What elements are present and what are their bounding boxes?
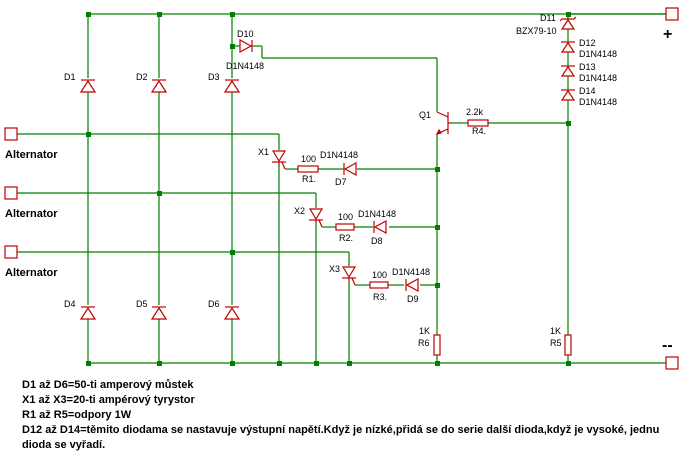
resistor-r6: [433, 334, 441, 356]
label-r5-val: 1K: [550, 326, 561, 336]
thyristors: [271, 150, 357, 286]
plus-label: +: [663, 26, 672, 43]
label-r6: R6: [418, 338, 430, 348]
label-d7: D7: [335, 177, 347, 187]
label-r5: R5: [550, 338, 562, 348]
labels: D1 D2 D3 D4 D5 D6 D10 D1N4148 X1 X2 X3 1…: [64, 13, 617, 348]
terminal-alt1: [4, 127, 18, 141]
label-x2: X2: [294, 206, 305, 216]
minus-label: --: [662, 337, 673, 354]
gate-diodes: [338, 161, 419, 293]
bridge-diodes: [79, 78, 241, 320]
label-r3-val: 100: [372, 270, 387, 280]
junctions: [86, 12, 571, 366]
resistor-r3: [369, 281, 389, 289]
terminal-labels: Alternator Alternator Alternator + --: [5, 26, 673, 354]
label-d12: D12: [579, 38, 596, 48]
label-d10: D10: [237, 29, 254, 39]
terminal-minus: [665, 356, 679, 370]
terminal-alt2: [4, 186, 18, 200]
label-d10-type: D1N4148: [226, 61, 264, 71]
terminal-plus: [665, 7, 679, 21]
notes: D1 až D6=50-ti amperový můstek X1 až X3=…: [22, 378, 672, 453]
label-d9-type: D1N4148: [392, 267, 430, 277]
resistors: [297, 119, 572, 356]
label-d1: D1: [64, 72, 76, 82]
diode-d10: [239, 38, 253, 54]
alt2-label: Alternator: [5, 208, 58, 220]
label-x3: X3: [329, 264, 340, 274]
note-line-4: D12 až D14=těmito diodama se nastavuje v…: [22, 424, 660, 451]
resistor-r1: [297, 165, 319, 173]
note-line-1: D1 až D6=50-ti amperový můstek: [22, 379, 194, 391]
label-r1-val: 100: [301, 154, 316, 164]
label-d5: D5: [136, 299, 148, 309]
label-d14: D14: [579, 86, 596, 96]
label-d13-type: D1N4148: [579, 73, 617, 83]
label-d12-type: D1N4148: [579, 49, 617, 59]
label-r3: R3.: [373, 292, 387, 302]
transistor-q1: [435, 111, 452, 135]
label-d4: D4: [64, 299, 76, 309]
label-r2: R2.: [339, 233, 353, 243]
label-d7-type: D1N4148: [320, 150, 358, 160]
alt1-label: Alternator: [5, 149, 58, 161]
label-d14-type: D1N4148: [579, 97, 617, 107]
terminal-alt3: [4, 245, 18, 259]
resistor-r5: [564, 334, 572, 356]
alt3-label: Alternator: [5, 267, 58, 279]
label-x1: X1: [258, 147, 269, 157]
note-line-3: R1 až R5=odpory 1W: [22, 409, 132, 421]
resistor-r2: [335, 223, 355, 231]
terminals: [4, 7, 679, 370]
label-d2: D2: [136, 72, 148, 82]
label-r4-val: 2.2k: [466, 107, 484, 117]
wires: [17, 13, 666, 364]
label-d13: D13: [579, 62, 596, 72]
note-line-2: X1 až X3=20-ti ampérový tyrystor: [22, 394, 195, 406]
label-d6: D6: [208, 299, 220, 309]
resistor-r4: [467, 119, 489, 127]
label-r6-val: 1K: [419, 326, 430, 336]
label-d9: D9: [407, 294, 419, 304]
label-q1: Q1: [419, 110, 431, 120]
label-d8-type: D1N4148: [358, 209, 396, 219]
label-r4: R4.: [472, 126, 486, 136]
label-r2-val: 100: [338, 212, 353, 222]
label-d11-type: BZX79-10: [516, 26, 557, 36]
label-d8: D8: [371, 236, 383, 246]
zener-chain: [559, 16, 577, 101]
label-d11: D11: [540, 13, 556, 23]
label-r1: R1.: [302, 174, 316, 184]
label-d3: D3: [208, 72, 220, 82]
